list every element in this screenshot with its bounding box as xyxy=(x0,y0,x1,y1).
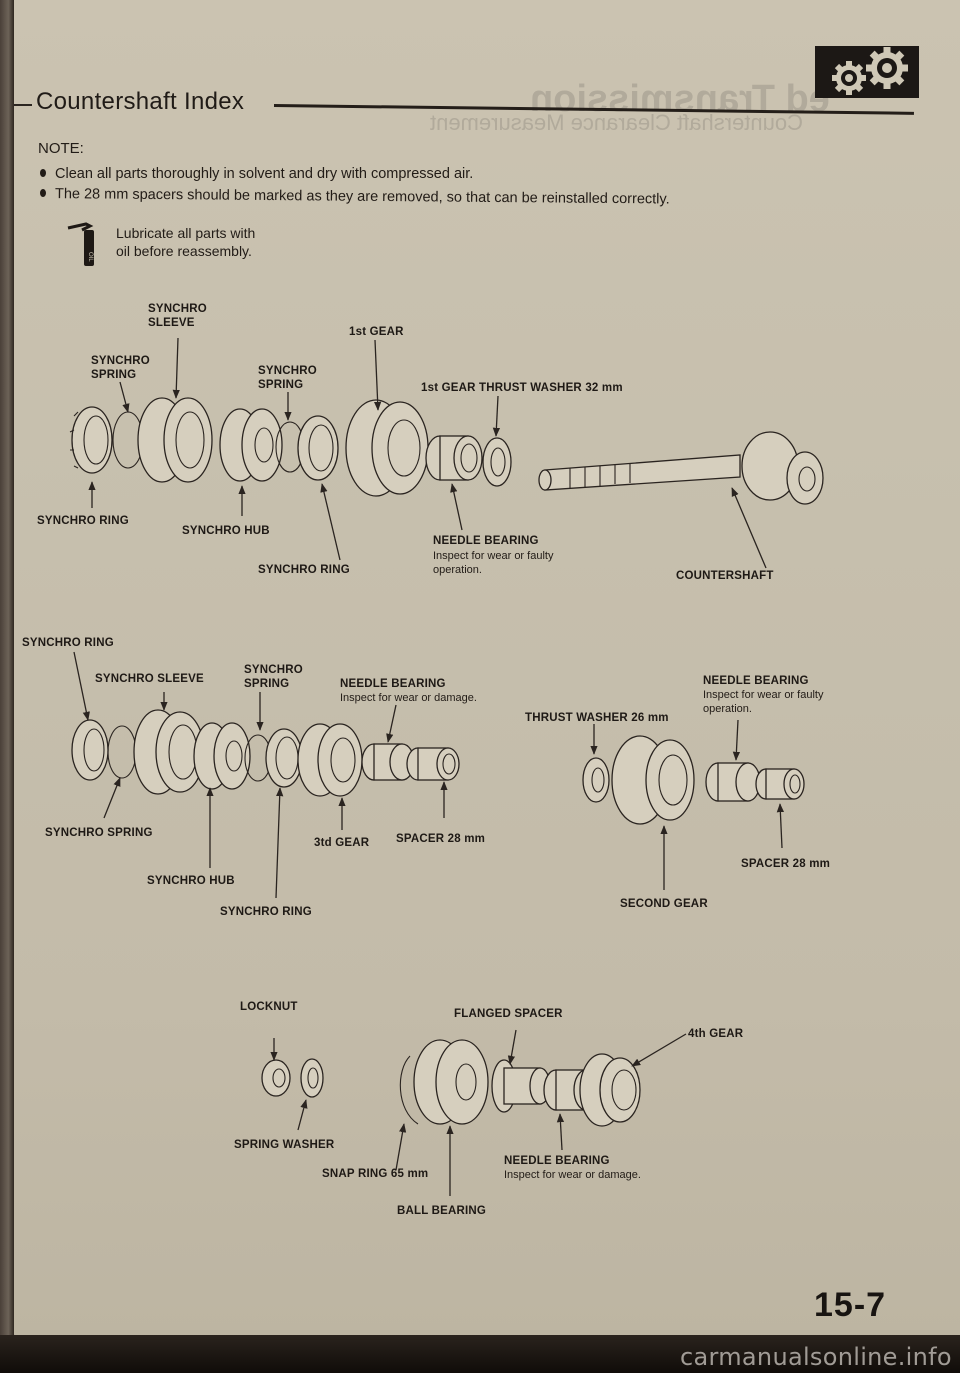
needle-bearing-note: operation. xyxy=(703,703,752,715)
label-synchro-ring: SYNCHRO RING xyxy=(220,906,312,918)
bullet-icon xyxy=(39,189,47,198)
note-item: Clean all parts thoroughly in solvent an… xyxy=(40,166,473,182)
label-spring-washer: SPRING WASHER xyxy=(234,1139,335,1151)
label-line: SPRING xyxy=(244,678,290,690)
label-needle-bearing: NEEDLE BEARING xyxy=(504,1155,610,1167)
label-synchro-sleeve: SYNCHRO SLEEVE xyxy=(95,673,204,685)
lubricate-note: Lubricate all parts with oil before reas… xyxy=(116,224,255,260)
label-flanged-spacer: FLANGED SPACER xyxy=(454,1008,563,1020)
label-line: SYNCHRO xyxy=(91,355,150,367)
label-synchro-sleeve: SYNCHRO SLEEVE xyxy=(148,302,207,330)
label-synchro-spring: SYNCHRO SPRING xyxy=(45,827,153,839)
label-needle-bearing: NEEDLE BEARING xyxy=(340,678,446,690)
label-needle-bearing: NEEDLE BEARING xyxy=(433,535,539,547)
title-leader-line xyxy=(14,104,32,106)
needle-bearing-note: Inspect for wear or damage. xyxy=(340,692,477,704)
label-first-gear: 1st GEAR xyxy=(349,326,404,338)
label-synchro-spring-right: SYNCHRO SPRING xyxy=(258,364,317,392)
label-spacer: SPACER 28 mm xyxy=(741,858,831,870)
needle-bearing-note: operation. xyxy=(433,564,482,576)
gears-icon xyxy=(815,46,919,98)
label-line: SPRING xyxy=(258,379,304,391)
label-line: SYNCHRO xyxy=(244,664,303,676)
needle-bearing-note: Inspect for wear or faulty xyxy=(703,689,824,701)
label-fourth-gear: 4th GEAR xyxy=(688,1028,744,1040)
page-number: 15-7 xyxy=(814,1286,887,1324)
label-line: SLEEVE xyxy=(148,317,195,329)
bullet-icon xyxy=(40,169,46,177)
section-title: Countershaft Index xyxy=(36,88,245,115)
label-line: SPRING xyxy=(91,369,137,381)
label-line: SYNCHRO xyxy=(148,303,207,315)
label-ball-bearing: BALL BEARING xyxy=(397,1205,487,1217)
oil-can-icon: OIL xyxy=(66,222,106,270)
bleed-through-subheading: Countershaft Clearance Measurement xyxy=(430,110,803,135)
label-snap-ring: SNAP RING 65 mm xyxy=(322,1168,429,1180)
book-spine xyxy=(0,0,14,1373)
label-line: SYNCHRO xyxy=(258,365,317,377)
label-spacer: SPACER 28 mm xyxy=(396,833,486,845)
needle-bearing-note: Inspect for wear or damage. xyxy=(504,1169,641,1181)
label-synchro-ring: SYNCHRO RING xyxy=(37,515,129,527)
label-countershaft: COUNTERSHAFT xyxy=(676,570,774,582)
label-synchro-hub: SYNCHRO HUB xyxy=(182,525,270,537)
label-thrust-washer: THRUST WASHER 26 mm xyxy=(525,712,669,724)
label-synchro-ring: SYNCHRO RING xyxy=(22,637,114,649)
watermark: carmanualsonline.info xyxy=(680,1343,952,1371)
label-synchro-ring: SYNCHRO RING xyxy=(258,564,350,576)
svg-text:OIL: OIL xyxy=(87,252,93,262)
label-synchro-spring-left: SYNCHRO SPRING xyxy=(91,354,150,382)
needle-bearing-note: Inspect for wear or faulty xyxy=(433,550,554,562)
note-text: Clean all parts thoroughly in solvent an… xyxy=(55,166,474,182)
label-synchro-spring: SYNCHRO SPRING xyxy=(244,663,303,691)
note-label: NOTE: xyxy=(38,140,84,157)
label-needle-bearing: NEEDLE BEARING xyxy=(703,675,809,687)
label-second-gear: SECOND GEAR xyxy=(620,898,708,910)
lubricate-line-1: Lubricate all parts with xyxy=(116,225,256,241)
label-third-gear: 3td GEAR xyxy=(314,837,370,849)
label-synchro-hub: SYNCHRO HUB xyxy=(147,875,235,887)
lubricate-line-2: oil before reassembly. xyxy=(116,243,252,259)
label-locknut: LOCKNUT xyxy=(240,1001,298,1013)
label-first-gear-thrust-washer: 1st GEAR THRUST WASHER 32 mm xyxy=(421,382,623,394)
page-bottom-shadow xyxy=(0,1335,960,1373)
